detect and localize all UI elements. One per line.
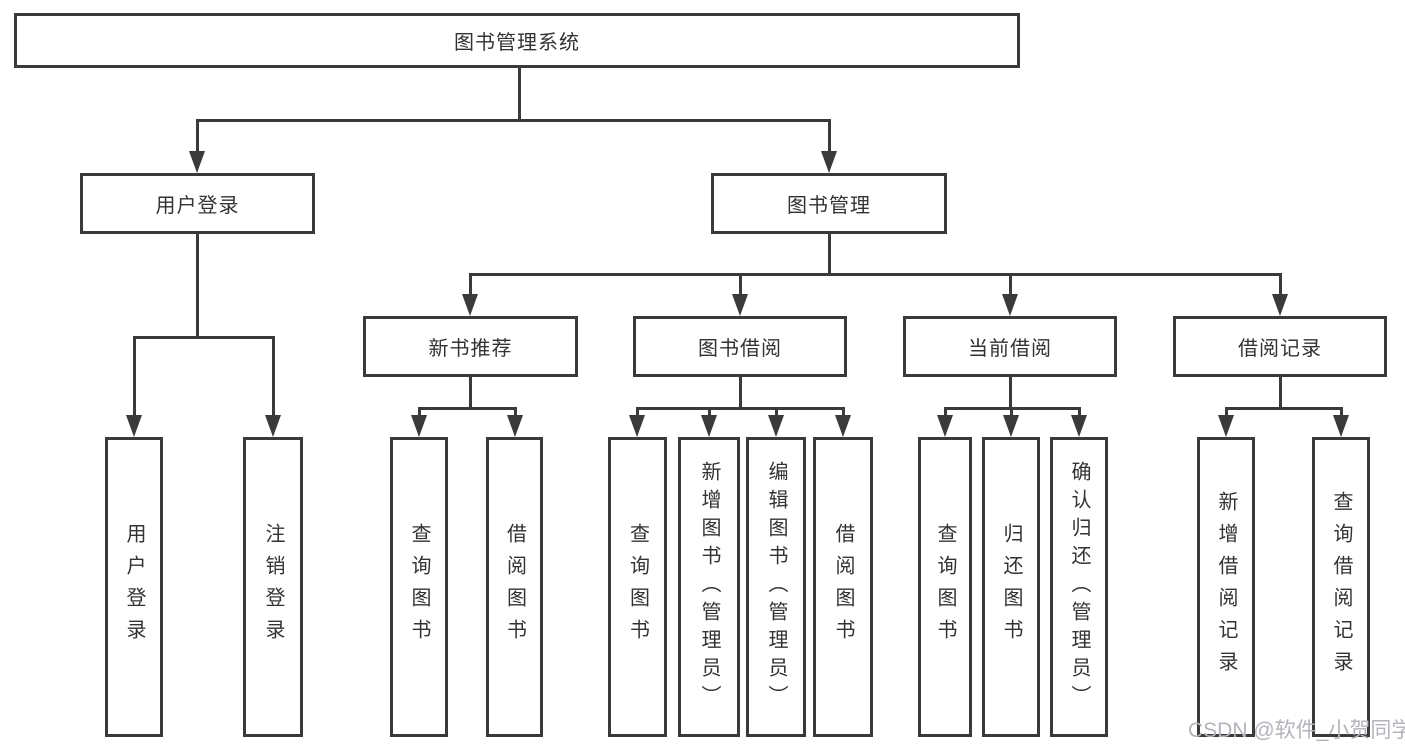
leaf-logout: 注销登录 xyxy=(243,437,303,737)
leaf-current-confirm-return: 确认归还（管理员） xyxy=(1050,437,1108,737)
node-borrowing-records: 借阅记录 xyxy=(1173,316,1387,377)
connector-to-current-return xyxy=(1010,407,1013,419)
arrowhead-book-management xyxy=(821,151,837,173)
connector-to-user-login-branch xyxy=(196,119,199,155)
leaf-current-return-books-label: 归还图书 xyxy=(1000,523,1022,651)
arrowhead-borrowing-edit xyxy=(768,415,784,437)
arrowhead-current-return xyxy=(1003,415,1019,437)
node-new-book-recommend: 新书推荐 xyxy=(363,316,578,377)
arrowhead-borrowing-add xyxy=(701,415,717,437)
connector-records-bus xyxy=(1225,407,1343,410)
arrowhead-current-borrowing xyxy=(1002,294,1018,316)
leaf-records-add-record-label: 新增借阅记录 xyxy=(1215,491,1237,683)
connector-to-current-query xyxy=(944,407,947,419)
connector-borrowing-stem xyxy=(739,377,742,410)
connector-current-stem xyxy=(1009,377,1012,410)
leaf-records-query-record-label: 查询借阅记录 xyxy=(1330,491,1352,683)
connector-to-records-add xyxy=(1225,407,1228,419)
leaf-borrowing-query-books-label: 查询图书 xyxy=(626,523,649,651)
connector-user-login-stem xyxy=(196,233,199,339)
leaf-records-query-record: 查询借阅记录 xyxy=(1312,437,1370,737)
node-book-borrowing-label: 图书借阅 xyxy=(698,338,782,360)
arrowhead-leaf-logout xyxy=(265,415,281,437)
node-new-book-recommend-label: 新书推荐 xyxy=(428,338,513,360)
leaf-borrowing-query-books: 查询图书 xyxy=(608,437,667,737)
leaf-borrowing-borrow-books: 借阅图书 xyxy=(813,437,873,737)
arrowhead-recommend-borrow xyxy=(507,415,523,437)
arrowhead-current-confirm xyxy=(1071,415,1087,437)
leaf-borrowing-add-books-label: 新增图书（管理员） xyxy=(698,461,720,713)
node-borrowing-records-label: 借阅记录 xyxy=(1238,338,1322,360)
node-current-borrowing-label: 当前借阅 xyxy=(968,338,1052,360)
leaf-borrowing-add-books: 新增图书（管理员） xyxy=(678,437,740,737)
connector-user-login-bus xyxy=(133,336,275,339)
connector-to-new-book-recommend xyxy=(469,273,472,297)
arrowhead-records-query xyxy=(1333,415,1349,437)
connector-recommend-bus xyxy=(418,407,517,410)
node-book-borrowing: 图书借阅 xyxy=(633,316,847,377)
arrowhead-records-add xyxy=(1218,415,1234,437)
leaf-user-login-label: 用户登录 xyxy=(123,523,145,651)
node-root: 图书管理系统 xyxy=(14,13,1020,68)
connector-to-borrowing-records xyxy=(1279,273,1282,297)
leaf-logout-label: 注销登录 xyxy=(262,523,284,651)
connector-to-borrowing-borrow xyxy=(842,407,845,419)
leaf-recommend-query-books: 查询图书 xyxy=(390,437,448,737)
connector-to-book-management xyxy=(828,119,831,155)
leaf-current-query-books: 查询图书 xyxy=(918,437,972,737)
leaf-current-query-books-label: 查询图书 xyxy=(934,523,956,651)
node-book-management: 图书管理 xyxy=(711,173,947,234)
connector-book-mgmt-bus xyxy=(469,273,1282,276)
arrowhead-borrowing-records xyxy=(1272,294,1288,316)
leaf-borrowing-edit-books-label: 编辑图书（管理员） xyxy=(765,461,787,713)
leaf-recommend-borrow-books: 借阅图书 xyxy=(486,437,543,737)
leaf-records-add-record: 新增借阅记录 xyxy=(1197,437,1255,737)
leaf-current-confirm-return-label: 确认归还（管理员） xyxy=(1068,461,1090,713)
node-book-management-label: 图书管理 xyxy=(787,195,871,217)
connector-to-borrowing-query xyxy=(636,407,639,419)
leaf-user-login: 用户登录 xyxy=(105,437,163,737)
connector-recommend-stem xyxy=(469,377,472,410)
arrowhead-borrowing-query xyxy=(629,415,645,437)
leaf-borrowing-borrow-books-label: 借阅图书 xyxy=(832,523,854,651)
connector-to-recommend-borrow xyxy=(514,407,517,419)
arrowhead-recommend-query xyxy=(411,415,427,437)
arrowhead-leaf-user-login xyxy=(126,415,142,437)
node-root-label: 图书管理系统 xyxy=(454,32,580,54)
connector-to-borrowing-add xyxy=(708,407,711,419)
connector-to-borrowing-edit xyxy=(775,407,778,419)
node-user-login-branch: 用户登录 xyxy=(80,173,315,234)
connector-root-bus xyxy=(196,119,831,122)
connector-to-records-query xyxy=(1340,407,1343,419)
arrowhead-user-login-branch xyxy=(189,151,205,173)
connector-to-book-borrowing xyxy=(739,273,742,297)
connector-records-stem xyxy=(1279,377,1282,410)
node-user-login-branch-label: 用户登录 xyxy=(155,195,240,217)
arrowhead-current-query xyxy=(937,415,953,437)
connector-to-leaf-user-login xyxy=(133,336,136,419)
csdn-watermark: CSDN @软件_小贺同学 xyxy=(1188,719,1405,742)
connector-to-current-borrowing xyxy=(1009,273,1012,297)
connector-book-mgmt-stem xyxy=(828,233,831,276)
arrowhead-new-book-recommend xyxy=(462,294,478,316)
arrowhead-book-borrowing xyxy=(732,294,748,316)
arrowhead-borrowing-borrow xyxy=(835,415,851,437)
node-current-borrowing: 当前借阅 xyxy=(903,316,1117,377)
connector-to-leaf-logout xyxy=(272,336,275,419)
leaf-recommend-borrow-books-label: 借阅图书 xyxy=(503,523,526,651)
leaf-current-return-books: 归还图书 xyxy=(982,437,1040,737)
leaf-recommend-query-books-label: 查询图书 xyxy=(408,523,430,651)
connector-borrowing-bus xyxy=(636,407,844,410)
connector-root-stem xyxy=(518,68,521,121)
leaf-borrowing-edit-books: 编辑图书（管理员） xyxy=(746,437,806,737)
connector-to-current-confirm xyxy=(1078,407,1081,419)
connector-to-recommend-query xyxy=(418,407,421,419)
